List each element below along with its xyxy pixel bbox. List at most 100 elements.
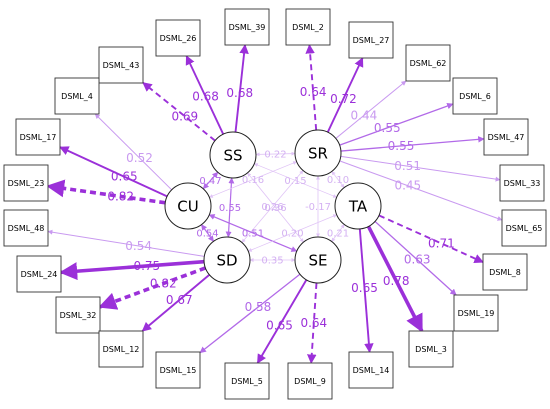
loading-value-dsml-62: 0.44 (351, 108, 378, 122)
latent-circle (334, 182, 382, 230)
latent-circle (209, 131, 257, 179)
indicator-dsml-6: DSML_6 (452, 77, 498, 115)
indicator-label: DSML_2 (292, 23, 324, 32)
indicator-label: DSML_9 (294, 377, 326, 386)
indicator-label: DSML_27 (353, 36, 390, 45)
indicator-label: DSML_8 (489, 268, 521, 277)
correlation-value-ss-sr: 0.22 (264, 150, 286, 161)
indicator-dsml-19: DSML_19 (453, 294, 499, 332)
indicator-dsml-33: DSML_33 (499, 164, 545, 202)
indicator-box (482, 253, 528, 291)
correlation-value-sr-sd: 0.26 (261, 202, 283, 213)
loading-sd-dsml-24 (59, 259, 205, 281)
indicator-box (55, 296, 101, 334)
indicator-dsml-48: DSML_48 (3, 209, 49, 247)
indicator-label: DSML_24 (21, 270, 58, 279)
indicator-box (224, 8, 270, 46)
indicator-dsml-62: DSML_62 (405, 44, 451, 82)
loading-value-dsml-23: 0.82 (107, 189, 134, 203)
loading-value-dsml-39: 0.68 (226, 86, 253, 100)
indicator-box (224, 362, 270, 400)
indicator-label: DSML_14 (353, 366, 390, 375)
indicator-label: DSML_39 (229, 23, 266, 32)
loading-value-dsml-3: 0.78 (383, 274, 410, 288)
indicator-box (98, 46, 144, 84)
indicator-label: DSML_12 (103, 345, 140, 354)
loading-sr-dsml-6 (339, 102, 454, 146)
loading-value-dsml-12: 0.67 (166, 293, 193, 307)
loading-value-dsml-19: 0.63 (404, 253, 431, 267)
loading-value-dsml-27: 0.72 (330, 92, 357, 106)
loading-sd-dsml-32 (98, 266, 207, 310)
latent-se: SE (294, 236, 342, 284)
indicator-label: DSML_62 (410, 59, 447, 68)
indicator-box (98, 330, 144, 368)
correlation-value-cu-sd: 0.54 (196, 229, 218, 240)
correlation-value-ta-sd: 0.20 (281, 229, 303, 240)
indicator-box (452, 77, 498, 115)
indicator-dsml-27: DSML_27 (348, 21, 394, 59)
latent-label: SR (308, 145, 328, 163)
latent-cu: CU (164, 182, 212, 230)
indicator-dsml-8: DSML_8 (482, 253, 528, 291)
correlation-value-ta-se: 0.21 (327, 229, 349, 240)
indicator-dsml-39: DSML_39 (224, 8, 270, 46)
loading-value-dsml-26: 0.68 (192, 90, 219, 104)
loading-value-dsml-17: 0.65 (111, 170, 138, 184)
latent-circle (203, 236, 251, 284)
indicator-dsml-9: DSML_9 (287, 362, 333, 400)
indicator-box (16, 255, 62, 293)
loading-se-dsml-9 (307, 282, 318, 364)
latent-sd: SD (203, 236, 251, 284)
latent-ta: TA (334, 182, 382, 230)
loading-value-dsml-4: 0.52 (126, 151, 153, 165)
indicator-dsml-4: DSML_4 (54, 77, 100, 115)
loading-se-dsml-5 (256, 279, 308, 364)
latent-label: SE (309, 252, 328, 270)
indicator-dsml-24: DSML_24 (16, 255, 62, 293)
indicator-box (285, 8, 331, 46)
indicator-box (348, 351, 394, 389)
latent-label: CU (177, 198, 198, 216)
indicator-label: DSML_48 (8, 224, 45, 233)
indicator-box (405, 44, 451, 82)
indicator-box (499, 164, 545, 202)
indicator-dsml-3: DSML_3 (408, 330, 454, 368)
correlation-value-ss-se: 0.36 (264, 203, 286, 214)
indicator-box (15, 118, 61, 156)
indicator-box (54, 77, 100, 115)
loading-ta-dsml-8 (378, 214, 484, 263)
indicator-box (155, 19, 201, 57)
loading-value-dsml-32: 0.82 (150, 277, 177, 291)
correlation-ta-se (331, 224, 345, 242)
correlation-value-ss-ta: 0.15 (284, 176, 306, 187)
correlation-value-sr-se: -0.17 (305, 202, 331, 213)
loading-ta-dsml-19 (374, 220, 457, 296)
indicator-label: DSML_65 (506, 224, 543, 233)
indicator-label: DSML_23 (8, 179, 45, 188)
loading-value-dsml-14: 0.65 (351, 281, 378, 295)
loading-value-dsml-33: 0.51 (394, 159, 421, 173)
indicator-label: DSML_47 (488, 133, 525, 142)
correlation-value-ss-cu: 0.47 (199, 176, 221, 187)
indicator-dsml-14: DSML_14 (348, 351, 394, 389)
loading-ss-dsml-43 (142, 81, 216, 142)
indicator-dsml-47: DSML_47 (483, 118, 529, 156)
indicator-label: DSML_3 (415, 345, 447, 354)
indicator-box (483, 118, 529, 156)
loading-sr-dsml-33 (340, 155, 501, 182)
loading-value-dsml-15: 0.58 (245, 300, 272, 314)
indicator-dsml-12: DSML_12 (98, 330, 144, 368)
indicator-box (348, 21, 394, 59)
latent-circle (164, 182, 212, 230)
indicator-dsml-5: DSML_5 (224, 362, 270, 400)
loading-ta-dsml-14 (358, 228, 374, 353)
indicator-label: DSML_4 (61, 92, 93, 101)
edges-layer (46, 44, 503, 364)
loading-sr-dsml-65 (339, 160, 503, 221)
latent-circle (294, 129, 342, 177)
correlation-ss-sr (255, 151, 296, 157)
